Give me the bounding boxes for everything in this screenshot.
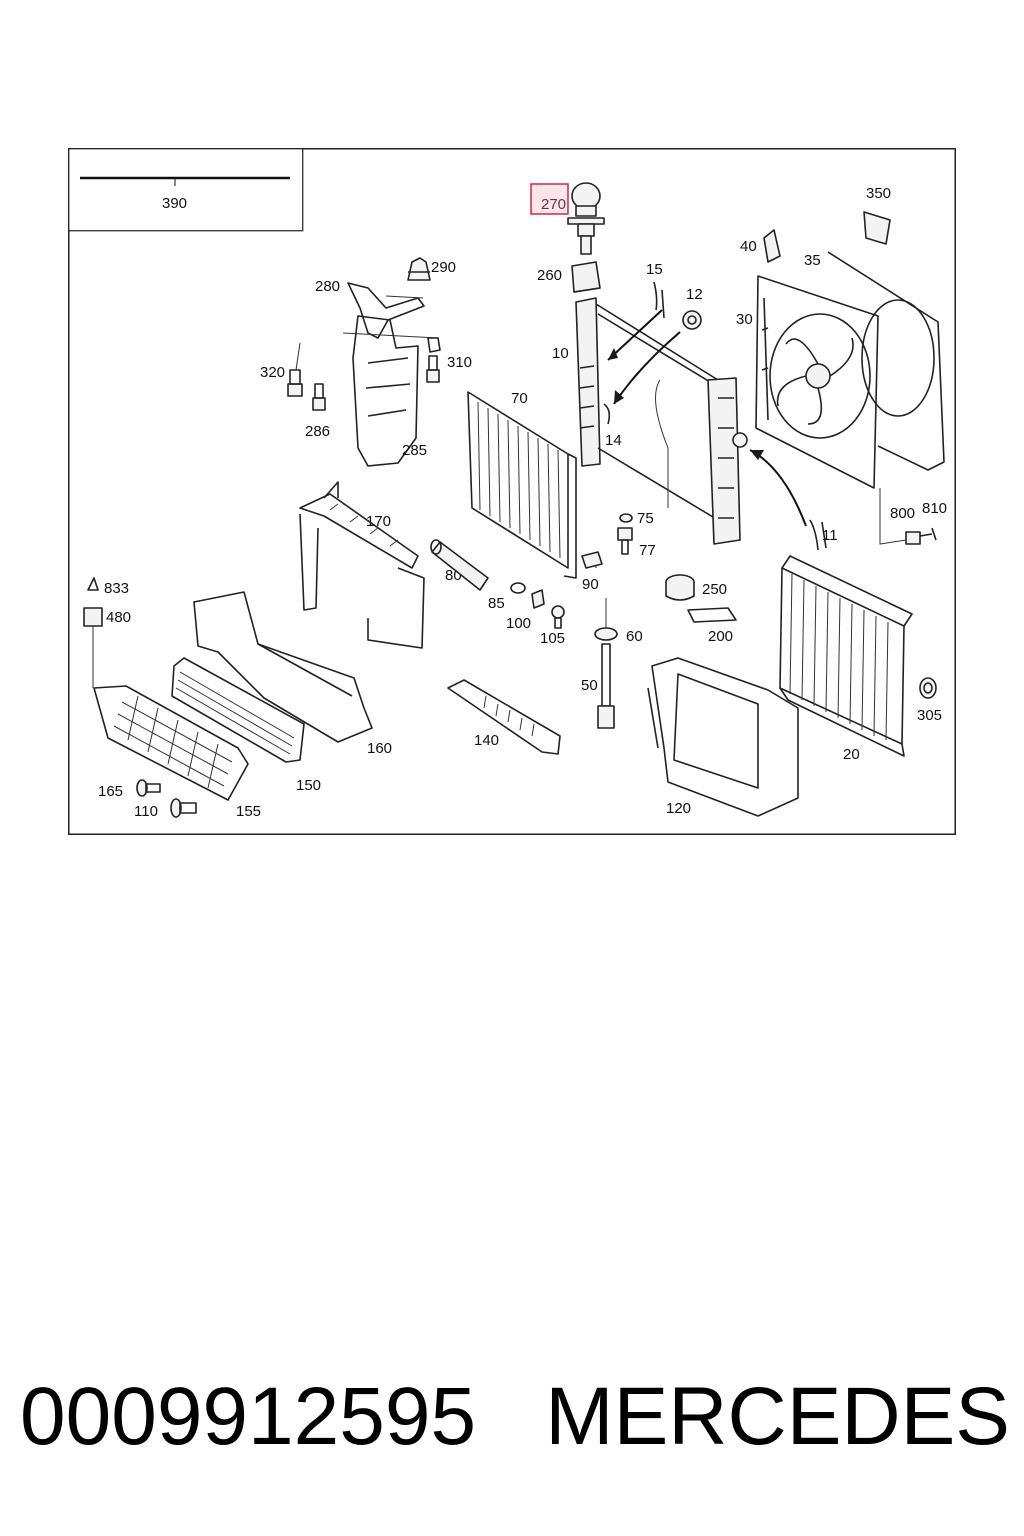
inset-box: 390	[68, 148, 304, 232]
part-15: 15	[607, 261, 665, 361]
part-11: 11	[749, 449, 838, 551]
part-305: 305	[917, 677, 942, 724]
svg-text:20: 20	[843, 746, 860, 763]
brand-name: MERCEDES	[545, 1371, 1010, 1462]
svg-text:11: 11	[822, 527, 838, 544]
part-90: 90	[581, 551, 603, 593]
svg-text:155: 155	[236, 803, 261, 820]
part-280-bracket: 280 285	[315, 278, 441, 467]
part-10-radiator: 10	[552, 297, 748, 545]
part-250: 250	[665, 574, 727, 601]
svg-text:833: 833	[104, 580, 129, 597]
part-155-grille: 155	[93, 685, 261, 820]
part-270[interactable]: 270	[530, 182, 605, 255]
part-160-support: 160	[193, 591, 392, 757]
part-number: 0009912595	[20, 1371, 477, 1462]
part-60: 60	[594, 598, 643, 645]
svg-text:30: 30	[736, 311, 753, 328]
part-480: 480	[83, 607, 131, 688]
svg-text:286: 286	[305, 423, 330, 440]
svg-text:170: 170	[366, 513, 391, 530]
part-150-intercooler: 150	[171, 657, 321, 794]
part-100: 100	[506, 589, 545, 632]
label-390: 390	[162, 195, 187, 212]
svg-text:120: 120	[666, 800, 691, 817]
part-260: 260	[537, 261, 601, 293]
svg-text:160: 160	[367, 740, 392, 757]
svg-text:12: 12	[686, 286, 703, 303]
part-290: 290	[407, 257, 456, 281]
svg-text:140: 140	[474, 732, 499, 749]
diagram-border	[68, 148, 956, 835]
svg-text:90: 90	[582, 576, 599, 593]
part-80-drier: 80	[430, 539, 489, 591]
svg-text:800: 800	[890, 505, 915, 522]
svg-text:40: 40	[740, 238, 757, 255]
svg-text:310: 310	[447, 354, 472, 371]
svg-text:285: 285	[402, 442, 427, 459]
part-350: 350	[863, 185, 891, 245]
svg-text:70: 70	[511, 390, 528, 407]
part-286-bolt: 286	[305, 383, 330, 440]
part-14: 14	[603, 403, 622, 449]
svg-text:50: 50	[581, 677, 598, 694]
svg-text:305: 305	[917, 707, 942, 724]
svg-text:35: 35	[804, 252, 821, 269]
part-200: 200	[687, 607, 737, 645]
svg-text:290: 290	[431, 259, 456, 276]
parts-diagram: 390 270 260 280 285 290 320	[68, 148, 956, 835]
part-12: 12	[613, 286, 703, 405]
svg-text:150: 150	[296, 777, 321, 794]
svg-text:810: 810	[922, 500, 947, 517]
svg-text:77: 77	[639, 542, 656, 559]
part-105: 105	[540, 605, 565, 647]
label-270: 270	[541, 196, 566, 213]
svg-text:85: 85	[488, 595, 505, 612]
part-310-bolt: 310	[426, 354, 472, 383]
svg-text:60: 60	[626, 628, 643, 645]
svg-text:10: 10	[552, 345, 569, 362]
part-120-duct: 120	[647, 657, 799, 817]
part-140: 140	[447, 679, 561, 755]
part-50: 50	[581, 643, 615, 729]
svg-text:480: 480	[106, 609, 131, 626]
svg-text:100: 100	[506, 615, 531, 632]
part-85: 85	[488, 582, 526, 612]
svg-text:260: 260	[537, 267, 562, 284]
svg-text:165: 165	[98, 783, 123, 800]
svg-text:280: 280	[315, 278, 340, 295]
part-75-77: 75 77	[617, 510, 656, 559]
svg-text:105: 105	[540, 630, 565, 647]
highlight-box	[530, 183, 569, 215]
part-800-810: 800 810	[879, 488, 947, 545]
part-20-radiator: 20	[779, 555, 913, 763]
svg-text:350: 350	[866, 185, 891, 202]
part-320-bolt: 320	[260, 342, 303, 397]
caption-bar: 0009912595 MERCEDES	[20, 1362, 1010, 1472]
svg-text:14: 14	[605, 432, 622, 449]
part-110: 110	[134, 798, 197, 820]
svg-text:110: 110	[134, 803, 158, 820]
svg-text:250: 250	[702, 581, 727, 598]
part-70-condenser: 70	[467, 390, 577, 579]
svg-text:320: 320	[260, 364, 285, 381]
svg-text:75: 75	[637, 510, 654, 527]
part-165: 165	[98, 779, 161, 800]
part-833: 833	[87, 577, 129, 597]
svg-text:200: 200	[708, 628, 733, 645]
part-30-fan: 30 35 40	[736, 229, 945, 489]
part-170-support: 170	[299, 481, 425, 649]
svg-text:15: 15	[646, 261, 663, 278]
